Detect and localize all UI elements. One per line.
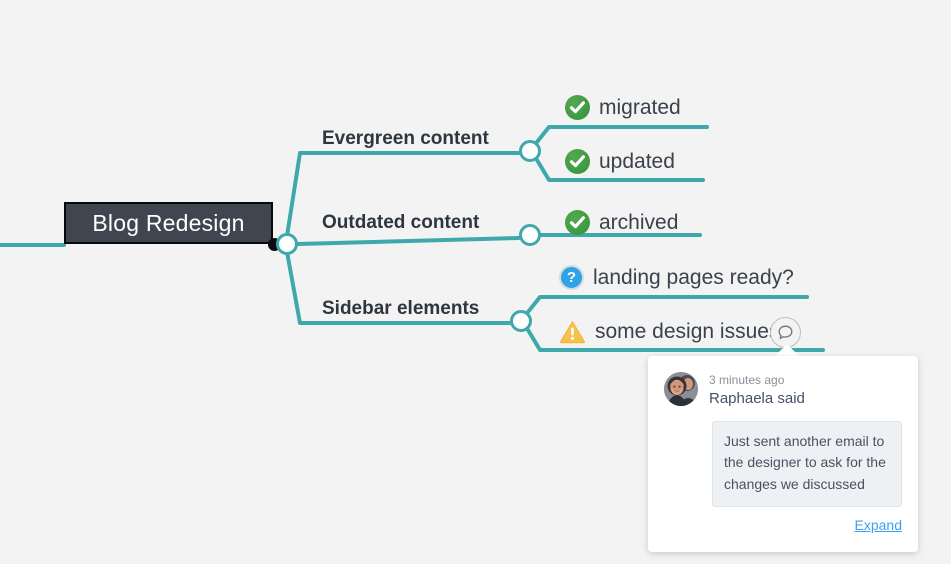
comment-body-text: Just sent another email to the designer … xyxy=(712,420,902,507)
check-circle-icon xyxy=(565,210,590,235)
root-node[interactable]: Blog Redesign xyxy=(64,202,273,244)
branch-label-evergreen-content[interactable]: Evergreen content xyxy=(322,128,489,149)
root-node-label: Blog Redesign xyxy=(92,209,245,236)
popup-pointer xyxy=(774,344,800,357)
comment-meta: 3 minutes ago Raphaela said xyxy=(709,372,805,409)
leaf-label: some design issues xyxy=(595,319,780,343)
leaf-label: archived xyxy=(599,210,679,234)
comment-popup[interactable]: 3 minutes ago Raphaela said Just sent an… xyxy=(648,356,918,552)
leaf-node-some-design-issues[interactable]: some design issues xyxy=(559,319,779,344)
leaf-node-archived[interactable]: archived xyxy=(565,210,678,235)
warning-triangle-icon xyxy=(559,319,586,344)
avatar xyxy=(664,372,698,406)
leaf-node-landing-pages-ready[interactable]: ? landing pages ready? xyxy=(559,265,794,290)
question-circle-icon: ? xyxy=(559,265,584,290)
hub-evergreen-content[interactable] xyxy=(519,140,541,162)
comment-timestamp: 3 minutes ago xyxy=(709,373,785,387)
leaf-label: migrated xyxy=(599,95,681,119)
check-circle-icon xyxy=(565,95,590,120)
check-circle-icon xyxy=(565,149,590,174)
branch-label-sidebar-elements[interactable]: Sidebar elements xyxy=(322,298,480,319)
hub-outdated-content[interactable] xyxy=(519,224,541,246)
hub-sidebar-elements[interactable] xyxy=(510,310,532,332)
comment-bubble-icon[interactable] xyxy=(770,317,801,348)
leaf-label: updated xyxy=(599,149,675,173)
leaf-node-updated[interactable]: updated xyxy=(565,149,675,174)
comment-footer: Expand xyxy=(664,517,902,535)
comment-author: Raphaela said xyxy=(709,390,805,407)
expand-link[interactable]: Expand xyxy=(854,516,902,533)
hub-root[interactable] xyxy=(276,233,298,255)
leaf-label: landing pages ready? xyxy=(593,265,794,289)
comment-header: 3 minutes ago Raphaela said xyxy=(664,372,902,409)
leaf-node-migrated[interactable]: migrated xyxy=(565,95,681,120)
branch-label-outdated-content[interactable]: Outdated content xyxy=(322,212,480,233)
